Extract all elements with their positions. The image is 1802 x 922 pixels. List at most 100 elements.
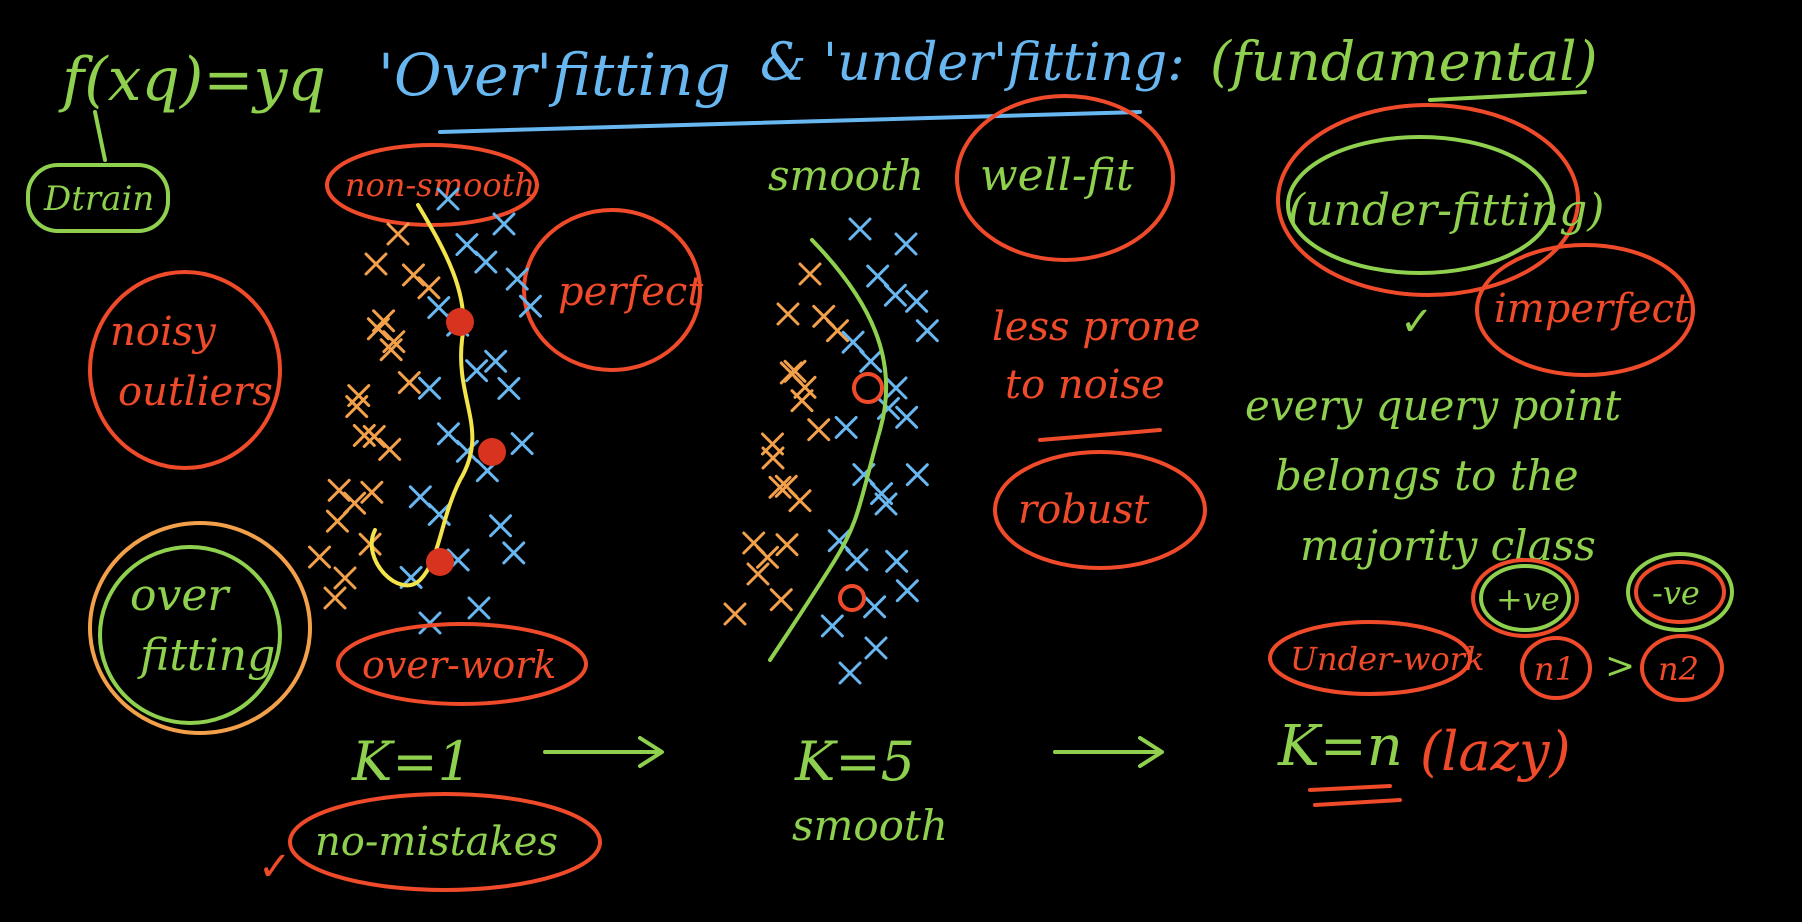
title-underline <box>438 110 1142 134</box>
blue-point <box>864 636 888 660</box>
overfitting-note-group: over fitting <box>88 521 312 735</box>
imperfect-circle <box>1475 243 1695 377</box>
blue-point <box>465 359 489 383</box>
title-overfitting: 'Over'fitting <box>378 41 731 109</box>
to-noise-underline <box>1038 428 1162 442</box>
n1-circle <box>1520 636 1592 700</box>
blue-point <box>883 283 907 307</box>
orange-point <box>401 263 425 287</box>
blue-point <box>474 250 498 274</box>
orange-point <box>379 338 403 362</box>
blue-point <box>510 432 534 456</box>
orange-point <box>362 424 386 448</box>
non-smooth-circle <box>325 143 539 227</box>
orange-point <box>826 319 849 343</box>
orange-point <box>807 418 831 442</box>
orange-point <box>327 478 351 502</box>
blue-point <box>895 579 919 603</box>
belongs-label: belongs to the <box>1275 451 1579 500</box>
fitting-label: fitting <box>137 630 275 681</box>
blue-point <box>841 330 865 354</box>
under-work-label: Under-work <box>1290 640 1484 678</box>
train-label: Dtrain <box>43 179 154 219</box>
blue-point <box>915 319 939 343</box>
blue-point <box>418 376 442 400</box>
no-mistakes-circle <box>288 792 602 892</box>
blue-point <box>834 415 858 439</box>
blue-point <box>874 492 898 516</box>
blue-point <box>489 514 513 538</box>
blue-point <box>859 349 883 373</box>
blue-point <box>505 267 529 291</box>
no-mistakes-label: no-mistakes <box>315 819 558 865</box>
over-work-circle <box>336 622 588 706</box>
orange-point <box>345 395 369 419</box>
k1-noise-point-1 <box>446 308 474 336</box>
k1-noise-point-2 <box>478 438 506 466</box>
blue-point <box>894 232 918 256</box>
k1-check-icon: ✓ <box>258 844 292 890</box>
title-group: 'Over'fitting & 'under'fitting: (fundame… <box>378 30 1598 134</box>
less-prone-label: less prone <box>992 304 1200 350</box>
blue-point <box>455 233 479 257</box>
title-fundamental: (fundamental) <box>1210 30 1598 93</box>
perfect-label: perfect <box>558 269 704 315</box>
orange-point <box>776 302 800 326</box>
k5-label: K=5 <box>794 730 915 793</box>
blue-point <box>427 296 451 320</box>
formula-text: f(xq)=yq <box>58 45 326 115</box>
to-noise-label: to noise <box>1005 362 1165 408</box>
kn-label: K=n <box>1277 714 1403 779</box>
blue-point <box>866 264 890 288</box>
k1-scatter <box>308 187 542 635</box>
every-query-label: every query point <box>1245 381 1621 430</box>
formula-group: f(xq)=yq Dtrain <box>26 45 326 233</box>
gt-label: > <box>1605 646 1635 687</box>
orange-point <box>768 475 792 499</box>
orange-point <box>783 359 807 383</box>
neg-label: -ve <box>1652 574 1700 612</box>
orange-point <box>333 566 357 590</box>
n2-label: n2 <box>1658 650 1699 688</box>
noisy-outliers-group: noisy outliers <box>88 270 282 470</box>
orange-point <box>769 588 793 612</box>
smooth-bottom-label: smooth <box>792 801 948 850</box>
blue-point <box>905 289 929 313</box>
k1-decision-boundary <box>369 203 475 588</box>
formula-arrow <box>93 110 107 162</box>
lazy-label: (lazy) <box>1420 720 1571 783</box>
blue-point <box>848 217 872 241</box>
noisy-outliers-circle <box>88 270 282 470</box>
orange-point <box>723 602 747 626</box>
noisy-label: noisy <box>110 309 217 355</box>
blue-point <box>484 349 508 373</box>
orange-point <box>788 489 812 513</box>
kn-check-icon: ✓ <box>1400 299 1434 345</box>
orange-point <box>798 262 822 286</box>
blue-point <box>408 485 432 509</box>
underfitting-green-circle <box>1286 135 1554 275</box>
orange-point <box>372 309 396 333</box>
well-fit-circle <box>955 94 1175 262</box>
orange-point <box>325 509 349 533</box>
orange-point <box>761 446 785 470</box>
blue-point <box>827 529 851 553</box>
blue-point <box>838 661 862 685</box>
robust-circle <box>993 450 1207 570</box>
k5-noise-point-2 <box>838 584 866 612</box>
k5-scatter <box>723 217 939 685</box>
k5-noise-point-1 <box>852 372 884 404</box>
orange-point <box>746 562 770 586</box>
orange-point <box>364 252 388 276</box>
over-label: over <box>130 570 231 621</box>
orange-point <box>790 389 814 413</box>
blue-point <box>436 422 460 446</box>
orange-point <box>308 545 332 569</box>
blue-point <box>905 463 929 487</box>
neg-circle-red <box>1634 560 1726 624</box>
blue-point <box>436 187 460 211</box>
orange-point <box>775 533 799 557</box>
orange-point <box>378 437 402 461</box>
blue-point <box>884 376 908 400</box>
